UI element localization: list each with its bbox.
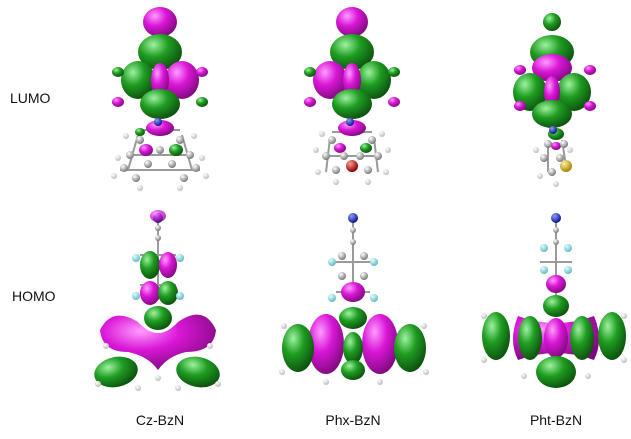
lumo-pht-bzn-structure [513,13,596,187]
column-label-pht-bzn: Pht-BzN [529,412,583,428]
homo-phx-bzn-structure [279,213,429,385]
homo-cz-bzn-structure [94,210,221,391]
lumo-cz-bzn-structure [111,7,209,191]
column-label-cz-bzn: Cz-BzN [135,412,185,428]
lumo-phx-bzn-structure [304,7,400,185]
homo-pht-bzn-structure [481,213,627,388]
column-label-phx-bzn: Phx-BzN [325,412,381,428]
row-label-homo: HOMO [12,288,56,304]
row-label-lumo: LUMO [10,90,51,106]
